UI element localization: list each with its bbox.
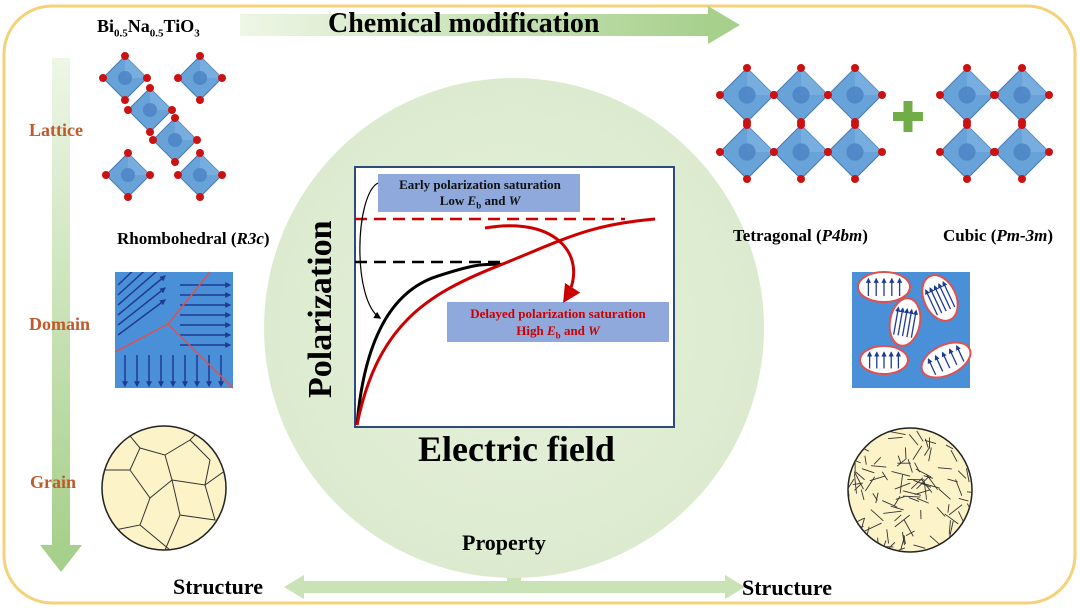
rhombo-octahedron <box>102 149 154 201</box>
domain-label: Domain <box>29 314 91 334</box>
grain-label: Grain <box>30 472 77 492</box>
lattice-label: Lattice <box>29 120 83 140</box>
rhombo-octahedron <box>124 84 176 136</box>
domain-arrow <box>117 275 166 316</box>
nanodomain <box>888 297 922 347</box>
cubic-octahedron <box>991 64 1053 126</box>
early-annotation-text: Early polarization saturation Low Eb and… <box>399 177 561 211</box>
tetragonal-lattice-icon <box>716 64 886 183</box>
cubic-octahedron <box>991 121 1053 183</box>
nanodomain <box>857 271 911 303</box>
tetragonal-label: Tetragonal (P4bm) <box>733 226 868 245</box>
chemical-modification-arrow <box>240 6 740 44</box>
structure-left-label: Structure <box>173 574 264 599</box>
rhombohedral-lattice-icon <box>99 52 226 201</box>
cubic-octahedron <box>936 64 998 126</box>
early-annotation-box <box>378 174 580 212</box>
tetra-octahedron <box>824 64 886 126</box>
rhombohedral-label: Rhombohedral (R3c) <box>117 229 270 248</box>
x-axis-label: Electric field <box>418 429 615 469</box>
tetra-octahedron <box>824 121 886 183</box>
cubic-lattice-icon <box>936 64 1053 183</box>
domain-arrow <box>117 272 133 286</box>
structure-right-label: Structure <box>742 575 833 600</box>
y-axis-label: Polarization <box>302 220 339 398</box>
nanodomain <box>921 274 959 322</box>
cubic-octahedron <box>936 121 998 183</box>
scale-axis-arrow <box>40 58 82 572</box>
rhombo-octahedron <box>99 52 151 104</box>
outer-frame <box>2 4 1077 605</box>
nanodomain-pattern-icon <box>852 271 972 388</box>
curve-delayed-saturation <box>355 217 656 426</box>
coarse-grain-icon <box>101 425 227 551</box>
chemical-modification-label: Chemical modification <box>328 8 600 39</box>
rhombo-octahedron <box>149 114 201 166</box>
rhombo-octahedron <box>174 52 226 104</box>
tetra-octahedron <box>770 64 832 126</box>
delayed-annotation-text: Delayed polarization saturation High Eb … <box>470 306 646 341</box>
rhombohedral-domain-pattern-icon <box>114 271 234 389</box>
tetra-octahedron <box>770 121 832 183</box>
plus-icon <box>893 101 923 132</box>
rhombo-octahedron <box>174 149 226 201</box>
delayed-arrow <box>484 224 581 304</box>
bnt-formula: Bi0.5Na0.5TiO3 <box>97 16 200 40</box>
cubic-label: Cubic (Pm-3m) <box>943 226 1054 245</box>
property-label: Property <box>462 530 546 555</box>
early-arrow <box>359 182 382 319</box>
nanodomain <box>920 341 972 379</box>
tetra-octahedron <box>716 121 778 183</box>
domain-arrow <box>117 287 166 326</box>
domain-arrow <box>117 272 157 306</box>
domain-arrow <box>117 272 145 296</box>
fine-grain-icon <box>847 427 973 553</box>
tetra-octahedron <box>716 64 778 126</box>
curve-early-saturation <box>355 262 503 426</box>
delayed-annotation-box <box>447 302 669 342</box>
polarization-chart <box>354 166 675 428</box>
nanodomain <box>859 345 909 375</box>
domain-arrow <box>117 299 166 336</box>
